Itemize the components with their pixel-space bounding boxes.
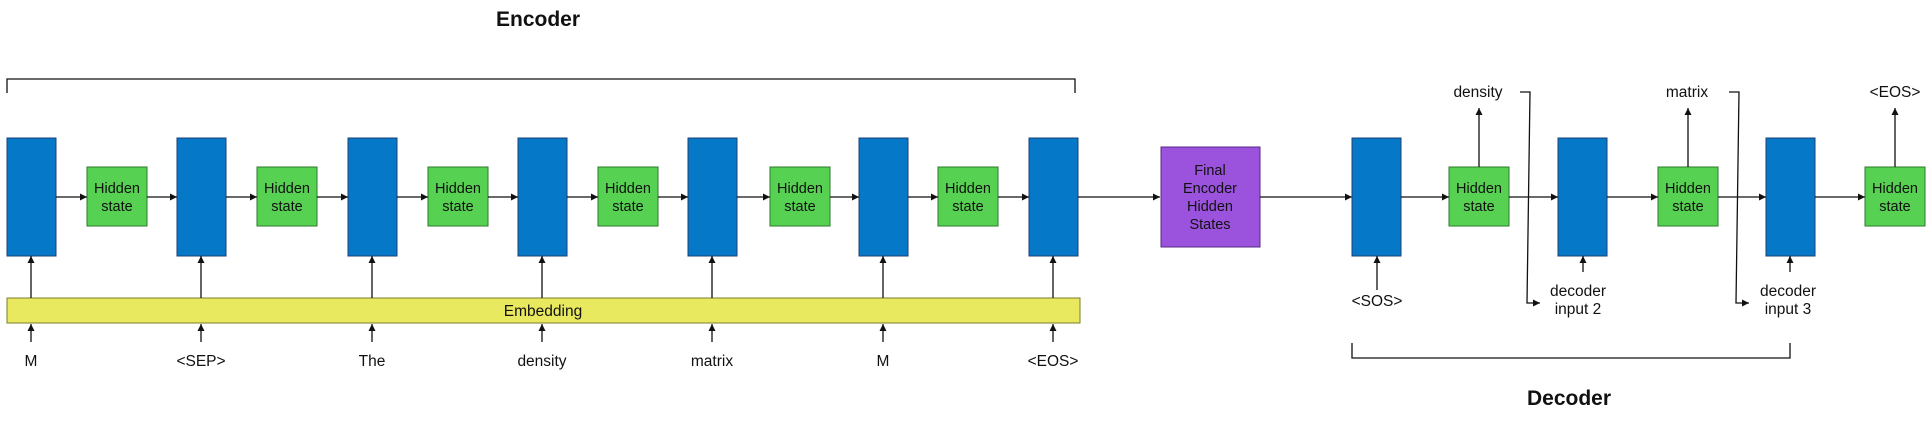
decoder-input-label: decoder	[1760, 283, 1816, 300]
hidden-label: Hidden	[605, 181, 651, 197]
token-to-embedding-arrows	[27, 324, 1057, 342]
decoder-input-label: decoder	[1550, 283, 1606, 300]
hidden-label: state	[1879, 199, 1910, 215]
encoder-hidden-state-3: Hidden state	[427, 166, 489, 227]
hidden-label: Hidden	[777, 181, 823, 197]
encoder-cell-6	[858, 137, 909, 257]
decoder-hidden-state-2: Hidden state	[1657, 166, 1719, 227]
output-token: <EOS>	[1870, 84, 1921, 101]
hidden-label: state	[952, 199, 983, 215]
hidden-label: state	[1672, 199, 1703, 215]
encoder-hidden-state-2: Hidden state	[256, 166, 318, 227]
final-encoder-hidden-states: Final Encoder Hidden States	[1160, 146, 1261, 248]
final-states-label: Hidden	[1187, 199, 1233, 215]
hidden-label: Hidden	[1872, 181, 1918, 197]
hidden-label: state	[1463, 199, 1494, 215]
encoder-hidden-state-4: Hidden state	[597, 166, 659, 227]
hidden-label: state	[784, 199, 815, 215]
embedding-label: Embedding	[504, 303, 582, 320]
embedding-layer: Embedding	[6, 297, 1081, 324]
decoder-output-arrows	[1475, 108, 1899, 167]
encoder-hidden-state-6: Hidden state	[937, 166, 999, 227]
hidden-label: state	[101, 199, 132, 215]
input-token: <EOS>	[1028, 353, 1079, 370]
encoder-hidden-state-1: Hidden state	[86, 166, 148, 227]
hidden-label: Hidden	[264, 181, 310, 197]
final-states-label: States	[1189, 217, 1230, 233]
decoder-input-label: input 3	[1765, 301, 1812, 318]
final-states-label: Encoder	[1183, 181, 1237, 197]
encoder-bracket	[6, 78, 1076, 93]
decoder-hidden-state-1: Hidden state	[1448, 166, 1510, 227]
decoder-hidden-state-3: Hidden state	[1864, 166, 1926, 227]
encoder-cell-4	[517, 137, 568, 257]
encoder-cell-2	[176, 137, 227, 257]
hidden-label: state	[271, 199, 302, 215]
input-token: M	[877, 353, 890, 370]
embedding-to-cell-arrows	[27, 256, 1057, 298]
output-token: matrix	[1666, 84, 1708, 101]
input-token: density	[517, 353, 566, 370]
hidden-label: Hidden	[945, 181, 991, 197]
hidden-label: Hidden	[435, 181, 481, 197]
encoder-cell-3	[347, 137, 398, 257]
decoder-cells	[1351, 137, 1816, 257]
hidden-label: state	[442, 199, 473, 215]
encoder-cell-7	[1028, 137, 1079, 257]
encoder-cell-1	[6, 137, 57, 257]
hidden-label: Hidden	[94, 181, 140, 197]
decoder-cell-3	[1765, 137, 1816, 257]
decoder-output-tokens: density matrix <EOS>	[1453, 84, 1920, 101]
input-token: matrix	[691, 353, 733, 370]
decoder-cell-1	[1351, 137, 1402, 257]
sos-token: <SOS>	[1352, 293, 1403, 310]
hidden-label: state	[612, 199, 643, 215]
output-token: density	[1453, 84, 1502, 101]
decoder-title: Decoder	[1527, 387, 1611, 410]
decoder-input-label: input 2	[1555, 301, 1602, 318]
final-states-label: Final	[1194, 163, 1225, 179]
encoder-hidden-states: Hidden state Hidden state Hidden state H…	[86, 166, 999, 227]
decoder-hidden-states: Hidden state Hidden state Hidden state	[1448, 166, 1926, 227]
input-token: M	[25, 353, 38, 370]
input-token: <SEP>	[176, 353, 225, 370]
encoder-cell-5	[687, 137, 738, 257]
encoder-input-tokens: M <SEP> The density matrix M <EOS>	[25, 353, 1079, 370]
encoder-title: Encoder	[496, 8, 580, 31]
hidden-label: Hidden	[1665, 181, 1711, 197]
encoder-hidden-state-5: Hidden state	[769, 166, 831, 227]
decoder-feedback-connectors	[1520, 91, 1749, 307]
encoder-cells	[6, 137, 1079, 257]
input-token: The	[359, 353, 386, 370]
decoder-cell-2	[1557, 137, 1608, 257]
decoder-bracket	[1351, 343, 1791, 359]
hidden-label: Hidden	[1456, 181, 1502, 197]
